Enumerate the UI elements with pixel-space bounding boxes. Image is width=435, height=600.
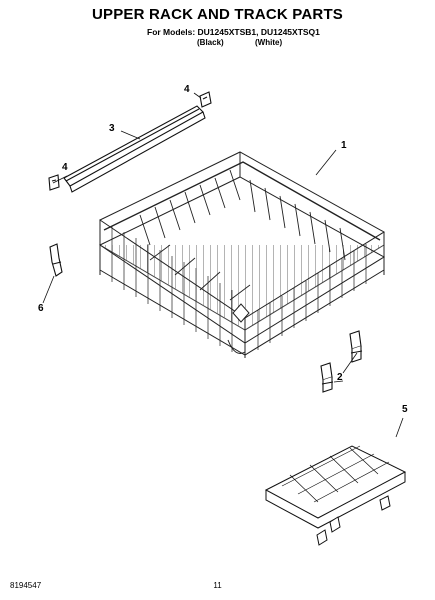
document-number: 8194547 [10, 581, 42, 590]
upper-rack-part [99, 151, 385, 358]
page-number: 11 [213, 581, 222, 590]
callout-2: 2 [337, 372, 343, 383]
adjuster-part [49, 243, 63, 277]
roller-part-lower [320, 362, 334, 393]
track-stop-top [199, 91, 212, 108]
page-title: UPPER RACK AND TRACK PARTS [91, 6, 344, 23]
leader-lines [42, 92, 404, 438]
variant-white: (White) [255, 38, 283, 47]
callout-4-left: 4 [62, 162, 68, 173]
callout-6: 6 [38, 303, 44, 314]
callout-5: 5 [402, 404, 408, 415]
callout-3: 3 [109, 123, 115, 134]
callout-4-top: 4 [184, 84, 190, 95]
callout-1: 1 [341, 140, 347, 151]
variant-black: (Black) [197, 38, 224, 47]
basket-part [264, 445, 407, 546]
models-line: For Models: DU1245XTSB1, DU1245XTSQ1 [147, 27, 320, 37]
track-rail-part [63, 105, 206, 193]
roller-part-upper [349, 330, 363, 363]
